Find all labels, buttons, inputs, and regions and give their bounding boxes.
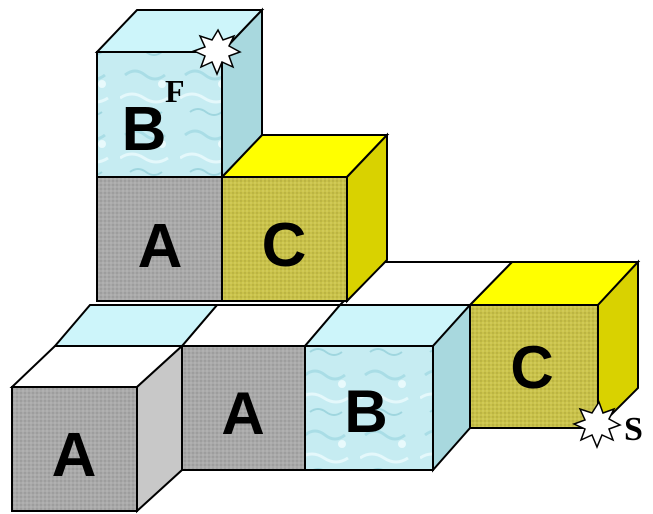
start-starburst-icon [572, 400, 622, 449]
block-top-b-letter: B [122, 95, 167, 164]
block-front-a-letter: A [52, 421, 97, 490]
block-back-a: A [179, 304, 343, 471]
block-back-c-letter: C [510, 334, 553, 401]
block-back-b-front [304, 345, 434, 471]
block-back-c-front [469, 304, 599, 429]
block-front-a-front [11, 386, 138, 512]
finish-starburst-icon [192, 28, 242, 76]
block-back-b-letter: B [344, 378, 387, 445]
block-back-b: B [302, 302, 473, 473]
start-marker: S [572, 400, 643, 449]
block-middle-c-letter: C [262, 211, 307, 280]
block-middle-c: C [219, 132, 390, 304]
block-middle-a: A [96, 176, 223, 302]
block-back-a-letter: A [221, 380, 264, 447]
start-label: S [624, 411, 643, 448]
block-middle-c-front [221, 176, 348, 302]
block-back-c: C [467, 259, 641, 431]
finish-marker: F [165, 28, 242, 109]
block-top-b-front [96, 51, 223, 178]
block-back-a-front [181, 345, 306, 471]
block-top-b: B [94, 7, 265, 180]
block-front-a: A [9, 343, 185, 514]
block-middle-a-front [96, 176, 223, 302]
finish-label: F [165, 73, 185, 109]
block-middle-a-letter: A [138, 212, 183, 281]
